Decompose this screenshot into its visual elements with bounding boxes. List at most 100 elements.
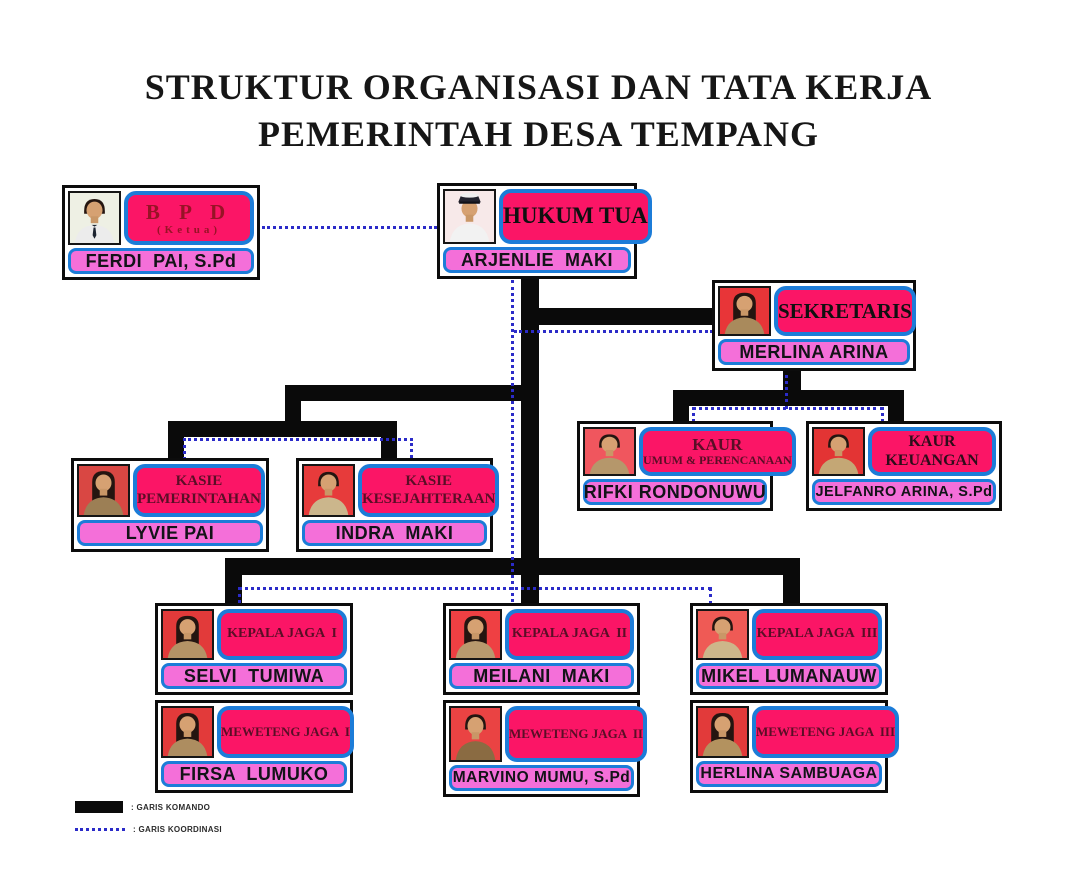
title-box-kepala-jaga-1: KEPALA JAGA I bbox=[217, 609, 347, 660]
title-box-kaur-keuangan: KAUR KEUANGAN bbox=[868, 427, 996, 476]
name-plate: MARVINO MUMU, S.Pd bbox=[449, 765, 634, 791]
komando-line-kaur-bar bbox=[673, 390, 904, 406]
name-plate: SELVI TUMIWA bbox=[161, 663, 347, 689]
koordinasi-line-bottom-left-stub bbox=[238, 587, 241, 603]
title-box-hukum-tua: HUKUM TUA bbox=[499, 189, 652, 244]
komando-line-kaur-left-drop bbox=[673, 390, 689, 423]
photo-bpd bbox=[68, 191, 121, 245]
name-plate: MERLINA ARINA bbox=[718, 339, 910, 365]
name-plate: MIKEL LUMANAUW bbox=[696, 663, 882, 689]
komando-line-kasie-bar1 bbox=[285, 385, 521, 401]
title-text: MEWETENG JAGA III bbox=[756, 723, 896, 739]
subtitle-text: (Ketua) bbox=[156, 223, 222, 236]
photo-kepala-jaga-3 bbox=[696, 609, 749, 660]
title-text: MEWETENG JAGA I bbox=[221, 723, 350, 739]
photo-sekretaris bbox=[718, 286, 771, 336]
name-plate: JELFANRO ARINA, S.Pd bbox=[812, 479, 996, 505]
title-text: B P D bbox=[145, 199, 233, 224]
photo-kaur-keuangan bbox=[812, 427, 865, 476]
title-box-kepala-jaga-2: KEPALA JAGA II bbox=[505, 609, 634, 660]
koordinasi-line-bottom-bar bbox=[238, 587, 712, 590]
photo-hukum-tua bbox=[443, 189, 496, 244]
org-node-kepala-jaga-1: KEPALA JAGA I SELVI TUMIWA bbox=[155, 603, 353, 695]
komando-line-kasie-right-drop bbox=[381, 421, 397, 461]
koordinasi-line-kaur-right-stub bbox=[881, 407, 884, 422]
subtitle-text: PEMERINTAHAN bbox=[137, 490, 261, 507]
name-plate: MEILANI MAKI bbox=[449, 663, 634, 689]
legend-komando-label: : GARIS KOMANDO bbox=[131, 802, 211, 812]
org-node-hukum-tua: HUKUM TUA ARJENLIE MAKI bbox=[437, 183, 652, 279]
komando-line-kasie-left-drop bbox=[168, 421, 184, 461]
title-text: KAUR bbox=[692, 434, 743, 454]
koordinasi-line-kasie-left-stub bbox=[183, 438, 186, 460]
title-text: MEWETENG JAGA II bbox=[509, 725, 643, 741]
org-node-meweteng-jaga-1: MEWETENG JAGA I FIRSA LUMUKO bbox=[155, 700, 354, 793]
komando-line-bottom-left-drop bbox=[225, 558, 242, 605]
name-plate: FIRSA LUMUKO bbox=[161, 761, 347, 787]
page-title-line2: PEMERINTAH DESA TEMPANG bbox=[257, 114, 820, 154]
komando-line-kasie-bar2 bbox=[168, 421, 397, 437]
subtitle-text: KESEJAHTERAAN bbox=[362, 490, 496, 507]
title-text: HUKUM TUA bbox=[503, 203, 648, 229]
photo-kepala-jaga-2 bbox=[449, 609, 502, 660]
koordinasi-line-kasie-bar bbox=[183, 438, 413, 441]
org-node-meweteng-jaga-3: MEWETENG JAGA III HERLINA SAMBUAGA bbox=[690, 700, 900, 793]
subtitle-text: KEUANGAN bbox=[885, 451, 979, 469]
koordinasi-line-bpd-hukumtua bbox=[262, 226, 437, 229]
komando-line-sekretaris-branch bbox=[539, 308, 715, 325]
title-text: KEPALA JAGA III bbox=[756, 626, 878, 642]
title-box-kepala-jaga-3: KEPALA JAGA III bbox=[752, 609, 882, 660]
photo-kepala-jaga-1 bbox=[161, 609, 214, 660]
legend-koordinasi-label: : GARIS KOORDINASI bbox=[133, 824, 222, 834]
legend: : GARIS KOMANDO : GARIS KOORDINASI bbox=[75, 800, 222, 844]
name-plate: LYVIE PAI bbox=[77, 520, 263, 546]
title-text: KEPALA JAGA I bbox=[227, 626, 337, 642]
title-box-meweteng-jaga-1: MEWETENG JAGA I bbox=[217, 706, 354, 758]
title-box-kaur-umum: KAUR UMUM & PERENCANAAN bbox=[639, 427, 796, 476]
photo-meweteng-jaga-2 bbox=[449, 706, 502, 762]
photo-meweteng-jaga-1 bbox=[161, 706, 214, 758]
name-plate: INDRA MAKI bbox=[302, 520, 487, 546]
title-text: KEPALA JAGA II bbox=[511, 626, 628, 642]
koordinasi-line-kaur-left-stub bbox=[692, 407, 695, 422]
org-node-bpd: B P D (Ketua) FERDI PAI, S.Pd bbox=[62, 185, 260, 280]
org-node-sekretaris: SEKRETARIS MERLINA ARINA bbox=[712, 280, 916, 371]
title-text: KASIE bbox=[405, 473, 453, 490]
org-node-kasie-pemerintahan: KASIE PEMERINTAHAN LYVIE PAI bbox=[71, 458, 269, 552]
koordinasi-line-sekretaris bbox=[514, 330, 713, 333]
title-box-meweteng-jaga-3: MEWETENG JAGA III bbox=[752, 706, 900, 758]
page-title: STRUKTUR ORGANISASI DAN TATA KERJA PEMER… bbox=[0, 64, 1077, 158]
koordinasi-line-swatch bbox=[75, 827, 125, 831]
page-title-line1: STRUKTUR ORGANISASI DAN TATA KERJA bbox=[144, 67, 933, 107]
photo-meweteng-jaga-3 bbox=[696, 706, 749, 758]
koordinasi-line-kasie-right-stub bbox=[410, 438, 413, 458]
komando-line-kaur-right-drop bbox=[888, 390, 904, 423]
koordinasi-line-trunk bbox=[511, 280, 514, 602]
org-node-meweteng-jaga-2: MEWETENG JAGA II MARVINO MUMU, S.Pd bbox=[443, 700, 647, 797]
photo-kasie-kesejahteraan bbox=[302, 464, 355, 517]
title-text: KAUR bbox=[908, 433, 956, 451]
title-box-kasie-kesejahteraan: KASIE KESEJAHTERAAN bbox=[358, 464, 500, 517]
komando-line-swatch bbox=[75, 801, 123, 813]
komando-line-trunk bbox=[521, 278, 539, 608]
org-node-kaur-keuangan: KAUR KEUANGAN JELFANRO ARINA, S.Pd bbox=[806, 421, 1002, 511]
org-node-kepala-jaga-3: KEPALA JAGA III MIKEL LUMANAUW bbox=[690, 603, 888, 695]
title-text: SEKRETARIS bbox=[778, 298, 912, 323]
org-node-kaur-umum-perencanaan: KAUR UMUM & PERENCANAAN RIFKI RONDONUWU bbox=[577, 421, 796, 511]
koordinasi-line-kaur-bar bbox=[692, 407, 884, 410]
name-plate: ARJENLIE MAKI bbox=[443, 247, 631, 273]
koordinasi-line-bottom-right-stub bbox=[709, 587, 712, 605]
title-box-meweteng-jaga-2: MEWETENG JAGA II bbox=[505, 706, 647, 762]
title-box-sekretaris: SEKRETARIS bbox=[774, 286, 916, 336]
name-plate: RIFKI RONDONUWU bbox=[583, 479, 767, 505]
org-node-kepala-jaga-2: KEPALA JAGA II MEILANI MAKI bbox=[443, 603, 640, 695]
name-plate: FERDI PAI, S.Pd bbox=[68, 248, 254, 274]
subtitle-text: UMUM & PERENCANAAN bbox=[643, 453, 792, 468]
komando-line-bottom-right-drop bbox=[783, 558, 800, 605]
name-plate: HERLINA SAMBUAGA bbox=[696, 761, 882, 787]
photo-kasie-pemerintahan bbox=[77, 464, 130, 517]
koordinasi-line-sekretaris-stub bbox=[785, 368, 788, 409]
title-text: KASIE bbox=[175, 473, 223, 490]
title-box-bpd: B P D (Ketua) bbox=[124, 191, 254, 245]
